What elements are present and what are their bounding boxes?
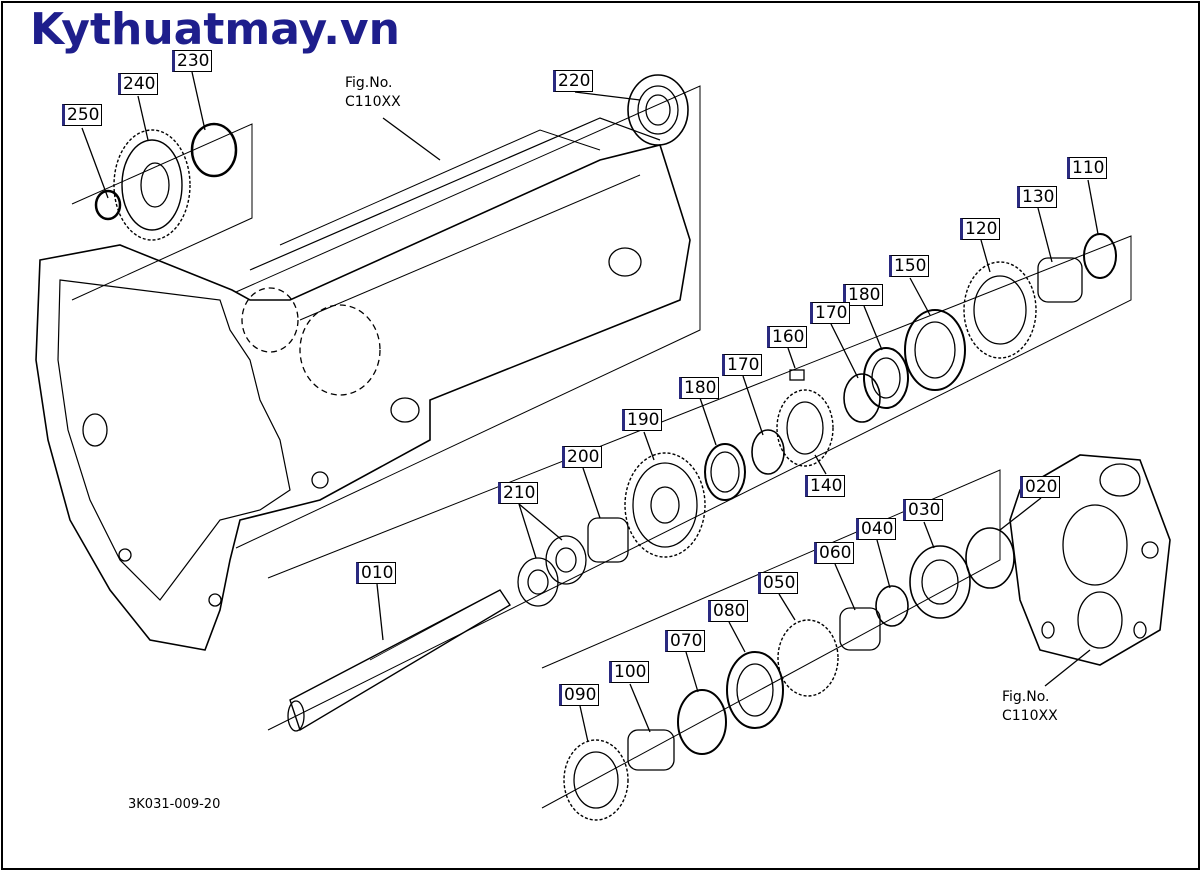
callout-050[interactable]: 050 bbox=[758, 572, 799, 594]
fig-ref-bottom-label: Fig.No. bbox=[1002, 689, 1050, 705]
drawing-code: 3K031-009-20 bbox=[128, 797, 221, 812]
callout-180-lower[interactable]: 180 bbox=[679, 377, 720, 399]
fig-ref-top-number: C110XX bbox=[345, 94, 401, 110]
callout-220[interactable]: 220 bbox=[553, 70, 594, 92]
callout-120[interactable]: 120 bbox=[960, 218, 1001, 240]
callout-170-lower[interactable]: 170 bbox=[722, 354, 763, 376]
callout-250[interactable]: 250 bbox=[62, 104, 103, 126]
callout-100[interactable]: 100 bbox=[609, 661, 650, 683]
callout-060[interactable]: 060 bbox=[814, 542, 855, 564]
callout-190[interactable]: 190 bbox=[622, 409, 663, 431]
callout-030[interactable]: 030 bbox=[903, 499, 944, 521]
fig-ref-bottom: Fig.No. C110XX bbox=[1002, 688, 1058, 726]
callout-110[interactable]: 110 bbox=[1067, 157, 1108, 179]
callout-240[interactable]: 240 bbox=[118, 73, 159, 95]
fig-ref-top: Fig.No. C110XX bbox=[345, 74, 401, 112]
callout-040[interactable]: 040 bbox=[856, 518, 897, 540]
callout-010[interactable]: 010 bbox=[356, 562, 397, 584]
callout-150[interactable]: 150 bbox=[889, 255, 930, 277]
callout-020[interactable]: 020 bbox=[1020, 476, 1061, 498]
callout-200[interactable]: 200 bbox=[562, 446, 603, 468]
callout-130[interactable]: 130 bbox=[1017, 186, 1058, 208]
callout-070[interactable]: 070 bbox=[665, 630, 706, 652]
fig-ref-bottom-number: C110XX bbox=[1002, 708, 1058, 724]
callout-180-upper[interactable]: 180 bbox=[843, 284, 884, 306]
callout-080[interactable]: 080 bbox=[708, 600, 749, 622]
callout-160[interactable]: 160 bbox=[767, 326, 808, 348]
callout-230[interactable]: 230 bbox=[172, 50, 213, 72]
site-watermark: Kythuatmay.vn bbox=[30, 4, 400, 55]
fig-ref-top-label: Fig.No. bbox=[345, 75, 393, 91]
callout-090[interactable]: 090 bbox=[559, 684, 600, 706]
callout-210[interactable]: 210 bbox=[498, 482, 539, 504]
callout-170-upper[interactable]: 170 bbox=[810, 302, 851, 324]
callout-140[interactable]: 140 bbox=[805, 475, 846, 497]
